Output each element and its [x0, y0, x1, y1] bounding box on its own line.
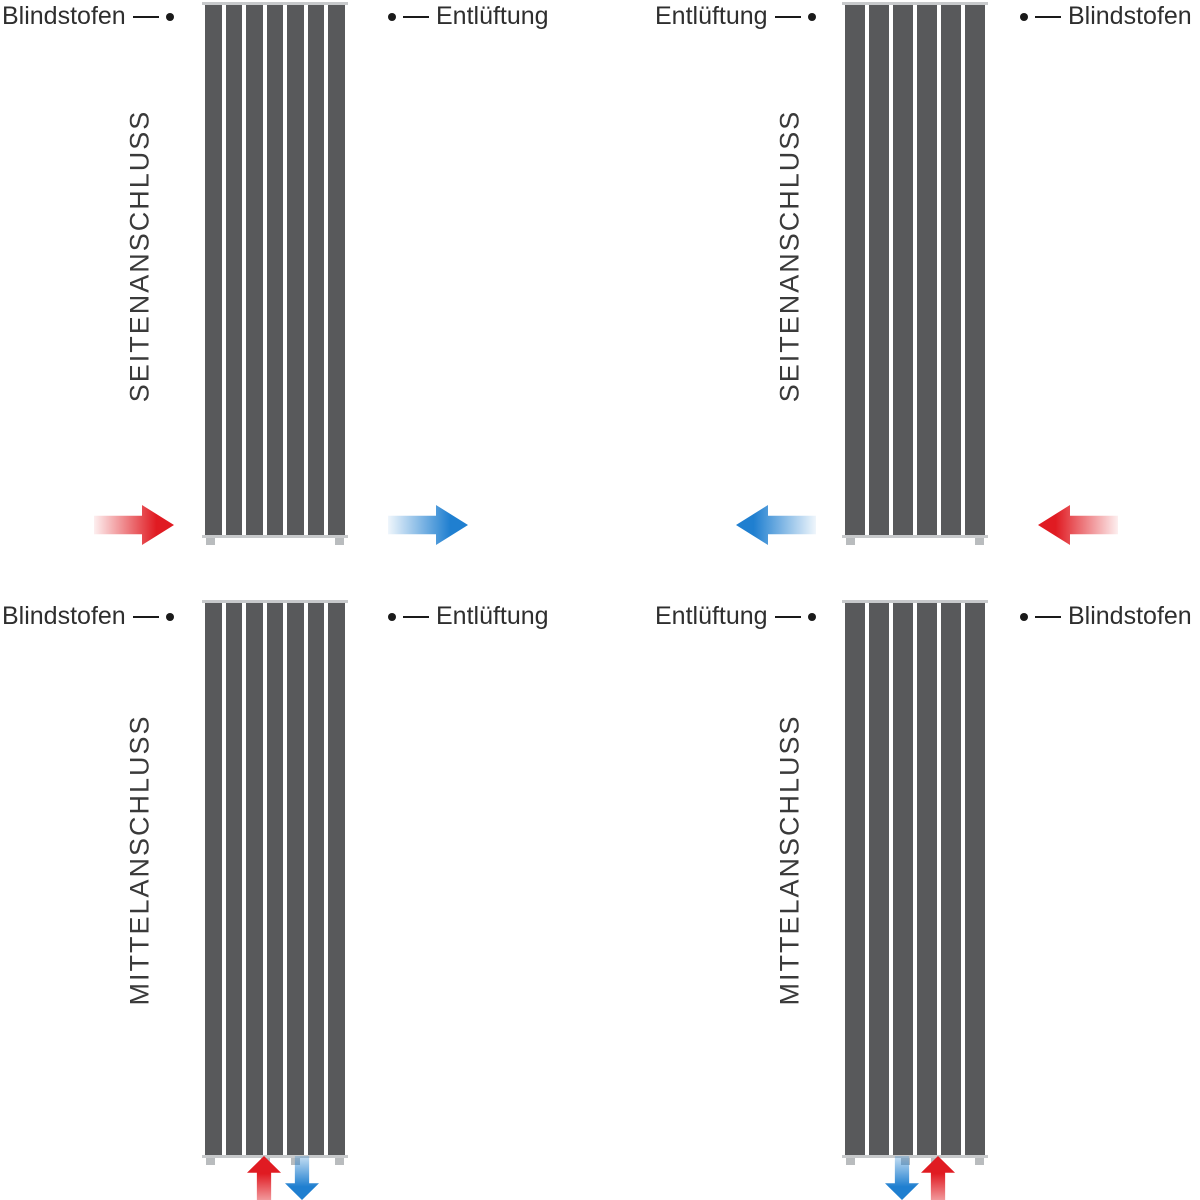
callout-right: Entlüftung: [388, 602, 549, 631]
supply-arrow-icon: [94, 505, 174, 545]
supply-arrow-icon: [1038, 505, 1118, 545]
callout-line: [1035, 15, 1061, 18]
callout-dot: [388, 12, 396, 21]
callout-label: Blindstofen: [2, 602, 126, 630]
return-arrow-icon: [736, 505, 816, 545]
radiator: [842, 2, 988, 545]
callout-dot: [807, 612, 816, 621]
panel-mittelanschluss-right: Entlüftung Blindstofen MITTELANSCHLUSS: [600, 600, 1200, 1200]
radiator-bar: [328, 600, 346, 1158]
return-arrow-icon: [885, 1156, 919, 1200]
radiator-bar: [287, 2, 304, 538]
callout-left: Blindstofen: [2, 2, 174, 31]
return-arrow-icon: [388, 505, 468, 545]
callout-line: [403, 15, 429, 18]
callout-right: Blindstofen: [1020, 602, 1192, 631]
callout-line: [403, 615, 429, 618]
radiator-top-rail: [202, 600, 348, 603]
radiator-bar: [845, 600, 865, 1158]
callout-dot: [165, 12, 174, 21]
radiator-bar: [246, 2, 263, 538]
radiator-bar: [205, 2, 222, 538]
radiator-bar: [965, 2, 985, 538]
callout-line: [1035, 615, 1061, 618]
radiator-valve-stub: [975, 1158, 984, 1165]
panel-seitenanschluss-flow-left: Entlüftung Blindstofen SEITENANSCHLUSS: [600, 0, 1200, 600]
radiator-bar: [246, 600, 263, 1158]
radiator-bar: [225, 2, 243, 538]
callout-label: Entlüftung: [655, 602, 768, 630]
callout-dot: [388, 612, 396, 621]
callout-line: [774, 15, 801, 18]
radiator-bar: [307, 2, 325, 538]
radiator-bar: [917, 600, 937, 1158]
callout-left: Entlüftung: [655, 602, 816, 631]
radiator-bottom-rail: [842, 1155, 988, 1158]
radiator-top-rail: [842, 2, 988, 5]
radiator-bar: [869, 600, 889, 1158]
radiator-bar: [893, 2, 913, 538]
connection-type-label: SEITENANSCHLUSS: [774, 109, 805, 403]
radiator-valve-stub: [846, 538, 855, 545]
radiator-bar: [845, 2, 865, 538]
callout-label: Entlüftung: [436, 602, 549, 630]
radiator-top-rail: [202, 2, 348, 5]
callout-dot: [165, 612, 174, 621]
callout-line: [132, 615, 159, 618]
radiator-bar: [287, 600, 304, 1158]
panel-mittelanschluss-left: Blindstofen Entlüftung MITTELANSCHLUSS: [0, 600, 600, 1200]
radiator-bar: [941, 2, 961, 538]
callout-dot: [1020, 12, 1028, 21]
radiator-valve-stub: [975, 538, 984, 545]
radiator-panels: [845, 2, 985, 538]
callout-right: Blindstofen: [1020, 2, 1192, 31]
radiator-bar: [205, 600, 222, 1158]
radiator-bottom-rail: [842, 535, 988, 538]
radiator-valve-stub: [335, 1158, 344, 1165]
radiator-bar: [941, 600, 961, 1158]
radiator-bar: [266, 600, 284, 1158]
radiator-bottom-rail: [202, 535, 348, 538]
radiator-bar: [917, 2, 937, 538]
radiator-panels: [205, 600, 346, 1158]
radiator-panels: [205, 2, 346, 538]
callout-label: Entlüftung: [655, 2, 768, 30]
radiator-bar: [328, 2, 346, 538]
callout-dot: [807, 12, 816, 21]
supply-arrow-icon: [247, 1156, 281, 1200]
radiator-bar: [225, 600, 243, 1158]
callout-line: [132, 15, 159, 18]
radiator-panels: [845, 600, 985, 1158]
radiator-bottom-rail: [202, 1155, 348, 1158]
callout-left: Blindstofen: [2, 602, 174, 631]
callout-label: Blindstofen: [1068, 2, 1192, 30]
radiator-bar: [307, 600, 325, 1158]
radiator-bar: [893, 600, 913, 1158]
panel-seitenanschluss-flow-right: Blindstofen Entlüftung SEITENANSCHLUSS: [0, 0, 600, 600]
radiator-bar: [869, 2, 889, 538]
radiator-bar: [965, 600, 985, 1158]
radiator-valve-stub: [846, 1158, 855, 1165]
radiator-valve-stub: [206, 538, 215, 545]
radiator-valve-stub: [206, 1158, 215, 1165]
callout-label: Blindstofen: [2, 2, 126, 30]
connection-type-label: MITTELANSCHLUSS: [124, 714, 155, 1006]
supply-arrow-icon: [921, 1156, 955, 1200]
callout-label: Blindstofen: [1068, 602, 1192, 630]
callout-label: Entlüftung: [436, 2, 549, 30]
radiator-top-rail: [842, 600, 988, 603]
connection-type-label: SEITENANSCHLUSS: [124, 109, 155, 403]
radiator: [202, 600, 348, 1165]
radiator: [842, 600, 988, 1165]
radiator-bar: [266, 2, 284, 538]
radiator-valve-stub: [335, 538, 344, 545]
callout-dot: [1020, 612, 1028, 621]
callout-line: [774, 615, 801, 618]
callout-right: Entlüftung: [388, 2, 549, 31]
callout-left: Entlüftung: [655, 2, 816, 31]
radiator: [202, 2, 348, 545]
connection-type-label: MITTELANSCHLUSS: [774, 714, 805, 1006]
